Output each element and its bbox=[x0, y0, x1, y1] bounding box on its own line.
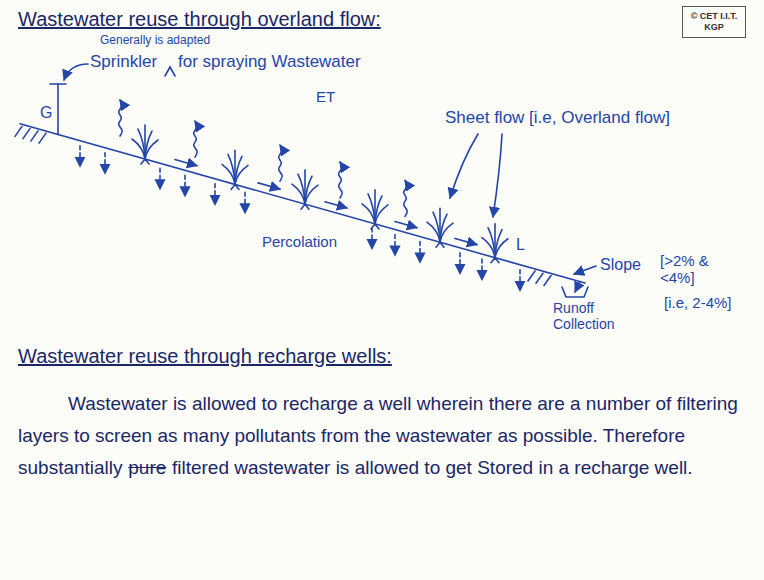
flow-arrow bbox=[175, 159, 197, 165]
plant-leaf bbox=[433, 212, 440, 242]
percolation-arrow bbox=[481, 259, 483, 280]
part-label: Runoff Collection bbox=[553, 300, 625, 332]
ground-hatch bbox=[39, 133, 46, 143]
sprinkler-post bbox=[57, 84, 59, 134]
insert-caret bbox=[165, 67, 175, 76]
part-label: for spraying Wastewater bbox=[178, 52, 361, 72]
plant-leaf bbox=[375, 205, 388, 224]
percolation-arrow bbox=[371, 228, 373, 249]
logo-box: © CET I.I.T. KGP bbox=[682, 6, 746, 38]
ground-hatch bbox=[544, 276, 551, 286]
plant-leaf bbox=[228, 154, 235, 184]
flow-arrow bbox=[455, 238, 477, 244]
part-label: Slope bbox=[600, 256, 641, 274]
percolation-arrow bbox=[459, 253, 461, 274]
ground-hatch bbox=[31, 131, 38, 141]
leader-arrow bbox=[493, 134, 502, 217]
et-arrow bbox=[194, 121, 198, 157]
plant-leaf bbox=[235, 165, 248, 184]
leader-arrow bbox=[64, 64, 88, 80]
flow-arrow bbox=[325, 202, 347, 208]
percolation-arrow bbox=[419, 242, 421, 263]
heading: Wastewater reuse through recharge wells: bbox=[18, 345, 392, 368]
range-note: [>2% & <4%] bbox=[660, 252, 718, 287]
process-label: ET bbox=[316, 88, 335, 105]
ground-hatch bbox=[23, 129, 30, 139]
plant-leaf bbox=[368, 194, 375, 224]
et-arrow bbox=[404, 180, 408, 216]
plant-leaf bbox=[298, 174, 305, 204]
leader-arrow bbox=[450, 134, 478, 198]
range-note: [i.e, 2-4%] bbox=[664, 294, 732, 311]
plant-root bbox=[301, 204, 309, 209]
leader-arrow bbox=[574, 266, 596, 274]
heading: Wastewater reuse through overland flow: bbox=[18, 8, 381, 31]
plant-root bbox=[231, 184, 239, 189]
ground-hatch bbox=[15, 126, 22, 136]
percolation-arrow bbox=[519, 270, 521, 291]
percolation-arrow bbox=[244, 192, 246, 213]
percolation-arrow bbox=[159, 168, 161, 189]
percolation-arrow bbox=[79, 146, 81, 167]
runoff-arrow bbox=[575, 282, 580, 292]
plant-root bbox=[491, 258, 499, 263]
process-label: Sheet flow [i.e, Overland flow] bbox=[445, 108, 670, 128]
plant-leaf bbox=[145, 140, 158, 159]
logo-text: © CET I.I.T. KGP bbox=[687, 11, 741, 33]
plant-leaf bbox=[488, 228, 495, 258]
plant-leaf bbox=[495, 239, 508, 258]
part-label: Sprinkler bbox=[90, 52, 157, 72]
ground-slope-line bbox=[20, 124, 585, 283]
plant-leaf bbox=[305, 185, 318, 204]
process-label: Percolation bbox=[262, 233, 337, 250]
point-label: G bbox=[40, 104, 52, 122]
et-arrow bbox=[279, 145, 283, 181]
percolation-arrow bbox=[184, 175, 186, 196]
plant-leaf bbox=[138, 129, 145, 159]
flow-arrow bbox=[258, 183, 280, 189]
plant-root bbox=[141, 159, 149, 164]
percolation-arrow bbox=[214, 184, 216, 205]
percolation-arrow bbox=[104, 153, 106, 174]
plant-root bbox=[436, 242, 444, 247]
body-text: filtered wastewater is allowed to get St… bbox=[172, 457, 693, 478]
ground-hatch bbox=[536, 273, 543, 283]
percolation-arrow bbox=[394, 235, 396, 256]
et-arrow bbox=[339, 162, 343, 198]
sprinkler-head bbox=[50, 83, 66, 85]
et-arrow bbox=[119, 100, 123, 136]
ground-hatch bbox=[528, 271, 535, 281]
plant-leaf bbox=[440, 223, 453, 242]
flow-arrow bbox=[395, 222, 417, 228]
point-label: L bbox=[516, 236, 525, 254]
paragraph: Wastewater is allowed to recharge a well… bbox=[18, 388, 740, 484]
inserted-note: Generally is adapted bbox=[100, 34, 210, 48]
struck-word: pure bbox=[128, 457, 166, 478]
